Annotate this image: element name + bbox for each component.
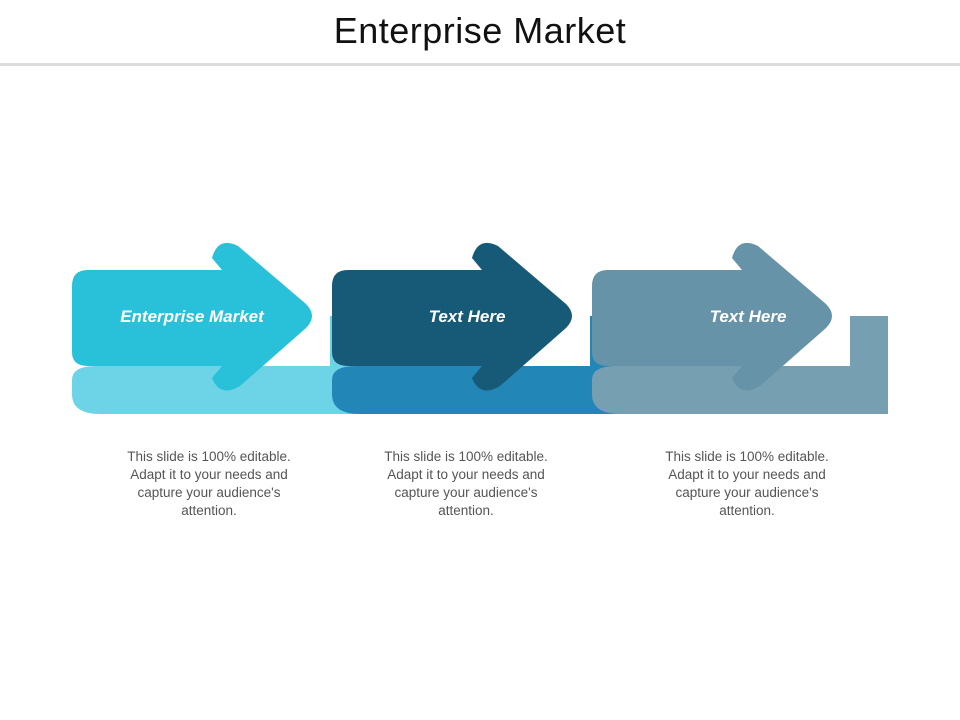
step-3-label: Text Here	[709, 307, 787, 326]
slide-title: Enterprise Market	[333, 10, 627, 51]
step-2-ribbon	[332, 316, 640, 414]
step-2-arrow	[332, 242, 572, 391]
step-3-arrow	[592, 242, 832, 391]
step-2-description: This slide is 100% editable. Adapt it to…	[384, 449, 548, 518]
step-3-ribbon	[592, 316, 888, 414]
title-divider	[0, 63, 960, 66]
step-2-label: Text Here	[428, 307, 506, 326]
step-1-description: This slide is 100% editable. Adapt it to…	[127, 449, 291, 518]
step-1-ribbon	[72, 316, 380, 414]
step-1-label: Enterprise Market	[120, 307, 264, 326]
step-1-arrow	[72, 242, 312, 391]
step-3-description: This slide is 100% editable. Adapt it to…	[665, 449, 829, 518]
